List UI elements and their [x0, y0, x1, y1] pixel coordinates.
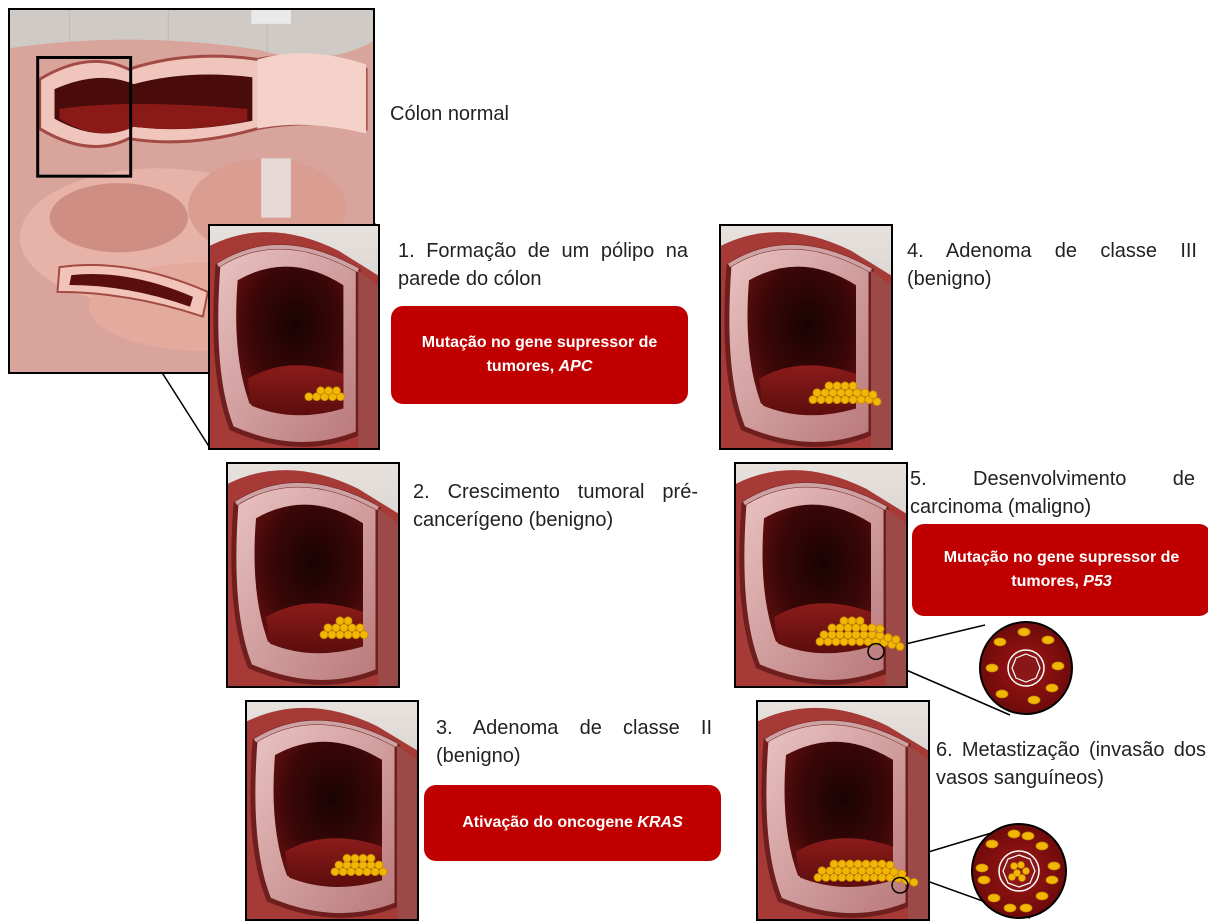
step-5-label: 5. Desenvolvimento de carcinoma (maligno… [910, 465, 1195, 521]
step-2-image [226, 462, 400, 688]
step-6-vessel-zoom [970, 822, 1068, 920]
step-2-label: 2. Crescimento tumoral pré-cancerígeno (… [413, 478, 698, 534]
gene-name: P53 [1083, 573, 1111, 590]
mutation-text: Mutação no gene supressor de tumores, [422, 334, 658, 375]
mutation-text: Ativação do oncogene [462, 814, 633, 831]
mutation-box-kras: Ativação do oncogene KRAS [424, 785, 721, 861]
mutation-box-p53: Mutação no gene supressor de tumores, P5… [912, 524, 1208, 616]
step-3-label: 3. Adenoma de classe II (benigno) [436, 714, 712, 770]
normal-colon-label: Cólon normal [390, 100, 610, 128]
step-4-label: 4. Adenoma de classe III (benigno) [907, 237, 1197, 293]
step-1-label: 1. Formação de um pólipo na parede do có… [398, 237, 688, 293]
gene-name: APC [559, 358, 593, 375]
mutation-box-apc: Mutação no gene supressor de tumores, AP… [391, 306, 688, 404]
step-6-image [756, 700, 930, 921]
step-4-image [719, 224, 893, 450]
mutation-text: Mutação no gene supressor de tumores, [944, 549, 1180, 590]
step-6-label: 6. Metastização (invasão dos vasos sangu… [936, 736, 1206, 792]
step-5-vessel-zoom [978, 620, 1074, 716]
step-5-image [734, 462, 908, 688]
gene-name: KRAS [637, 814, 682, 831]
step-3-image [245, 700, 419, 921]
step-1-image [208, 224, 380, 450]
